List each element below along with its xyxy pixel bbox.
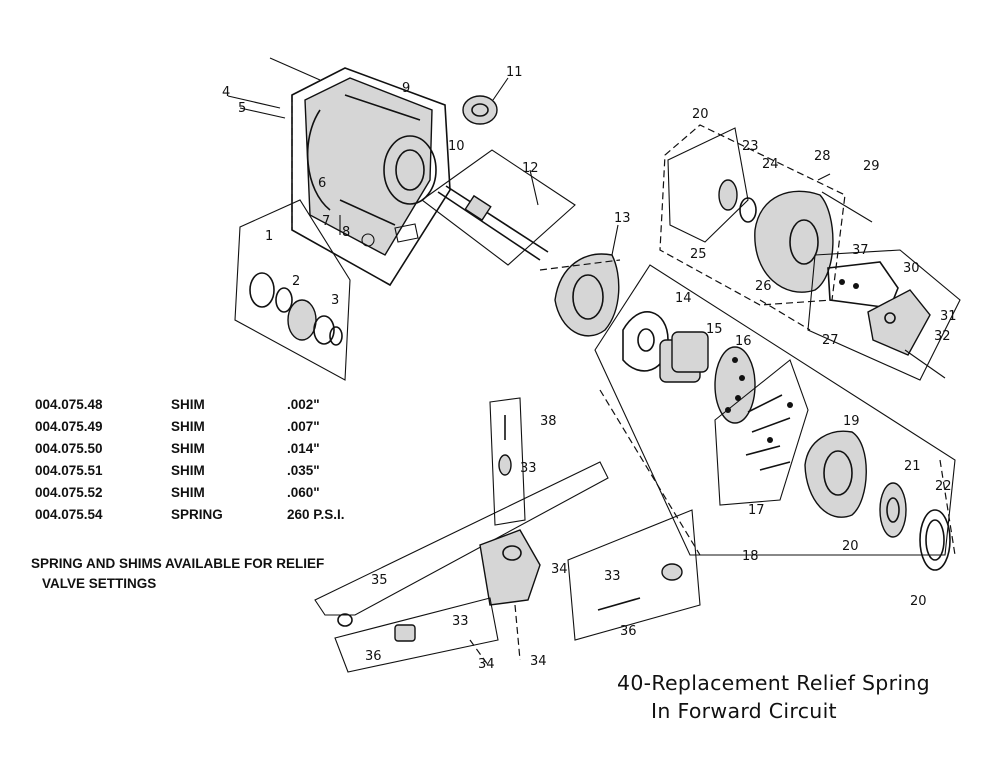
diagram-caption: 40-Replacement Relief Spring In Forward … <box>617 669 930 725</box>
parts-row: 004.075.54 SPRING 260 P.S.I. <box>35 507 415 529</box>
part-description: SHIM <box>171 485 205 500</box>
callout-20b: 20 <box>842 539 859 554</box>
callout-8: 8 <box>342 225 350 240</box>
part-value: 260 P.S.I. <box>287 507 345 522</box>
callout-24: 24 <box>762 157 779 172</box>
callout-33: 33 <box>520 461 537 476</box>
pump-housing-group <box>227 57 451 287</box>
callout-14: 14 <box>675 291 692 306</box>
callout-34b: 34 <box>478 657 495 672</box>
callout-32: 32 <box>934 329 951 344</box>
part-value: .014" <box>287 441 320 456</box>
motor-housing-group <box>804 430 951 571</box>
callout-37: 37 <box>852 243 869 258</box>
part-description: SHIM <box>171 441 205 456</box>
bearing-seal-group <box>234 199 351 381</box>
callout-3: 3 <box>331 293 339 308</box>
callout-33c: 33 <box>452 614 469 629</box>
assembly-lines <box>291 95 956 556</box>
part-17-small-parts <box>714 359 809 506</box>
callout-21: 21 <box>904 459 921 474</box>
callout-31: 31 <box>940 309 957 324</box>
part-13-gear-housing <box>554 224 620 337</box>
part-description: SPRING <box>171 507 223 522</box>
callout-2: 2 <box>292 274 300 289</box>
callout-26: 26 <box>755 279 772 294</box>
callout-23: 23 <box>742 139 759 154</box>
gear-set-group <box>594 264 956 556</box>
part-value: .060" <box>287 485 320 500</box>
caption-line-2: In Forward Circuit <box>651 699 837 723</box>
part-number: 004.075.52 <box>35 485 103 500</box>
part-description: SHIM <box>171 397 205 412</box>
callout-19: 19 <box>843 414 860 429</box>
relief-valve-group <box>314 397 701 673</box>
part-value: .007" <box>287 419 320 434</box>
callout-30: 30 <box>903 261 920 276</box>
parts-row: 004.075.49 SHIM .007" <box>35 419 415 441</box>
relief-valve-note: SPRING AND SHIMS AVAILABLE FOR RELIEF VA… <box>31 554 324 594</box>
callout-29: 29 <box>863 159 880 174</box>
callout-20: 20 <box>692 107 709 122</box>
note-line-1: SPRING AND SHIMS AVAILABLE FOR RELIEF <box>31 556 325 571</box>
callout-34c: 34 <box>530 654 547 669</box>
callout-20c: 20 <box>910 594 927 609</box>
callout-13: 13 <box>614 211 631 226</box>
parts-row: 004.075.52 SHIM .060" <box>35 485 415 507</box>
note-line-2: VALVE SETTINGS <box>42 576 157 591</box>
callout-18: 18 <box>742 549 759 564</box>
callout-35: 35 <box>371 573 388 588</box>
callout-34: 34 <box>551 562 568 577</box>
callout-6: 6 <box>318 176 326 191</box>
callout-17: 17 <box>748 503 765 518</box>
callout-labels: 1 2 3 4 5 6 7 8 9 10 11 12 13 14 15 16 1… <box>222 65 957 672</box>
callout-10: 10 <box>448 139 465 154</box>
end-cover-group <box>659 124 873 306</box>
parts-table: 004.075.48 SHIM .002" 004.075.49 SHIM .0… <box>35 397 415 529</box>
callout-36b: 36 <box>365 649 382 664</box>
callout-38: 38 <box>540 414 557 429</box>
callout-16: 16 <box>735 334 752 349</box>
callout-9: 9 <box>402 81 410 96</box>
part-11-nut <box>462 77 509 125</box>
part-number: 004.075.54 <box>35 507 103 522</box>
part-number: 004.075.51 <box>35 463 103 478</box>
parts-row: 004.075.50 SHIM .014" <box>35 441 415 463</box>
callout-22: 22 <box>935 479 952 494</box>
callout-28: 28 <box>814 149 831 164</box>
valve-body-group <box>807 249 961 381</box>
callout-11: 11 <box>506 65 523 80</box>
part-value: .035" <box>287 463 320 478</box>
parts-row: 004.075.51 SHIM .035" <box>35 463 415 485</box>
callout-5: 5 <box>238 101 246 116</box>
part-value: .002" <box>287 397 320 412</box>
callout-33b: 33 <box>604 569 621 584</box>
callout-4: 4 <box>222 85 230 100</box>
callout-7: 7 <box>322 214 330 229</box>
caption-line-1: 40-Replacement Relief Spring <box>617 671 930 695</box>
callout-27: 27 <box>822 333 839 348</box>
callout-1: 1 <box>265 229 273 244</box>
part-description: SHIM <box>171 463 205 478</box>
part-description: SHIM <box>171 419 205 434</box>
callout-12: 12 <box>522 161 539 176</box>
callout-25: 25 <box>690 247 707 262</box>
callout-15: 15 <box>706 322 723 337</box>
callout-36: 36 <box>620 624 637 639</box>
part-number: 004.075.48 <box>35 397 103 412</box>
part-12-shaft <box>421 149 576 266</box>
parts-row: 004.075.48 SHIM .002" <box>35 397 415 419</box>
part-number: 004.075.49 <box>35 419 103 434</box>
part-number: 004.075.50 <box>35 441 103 456</box>
